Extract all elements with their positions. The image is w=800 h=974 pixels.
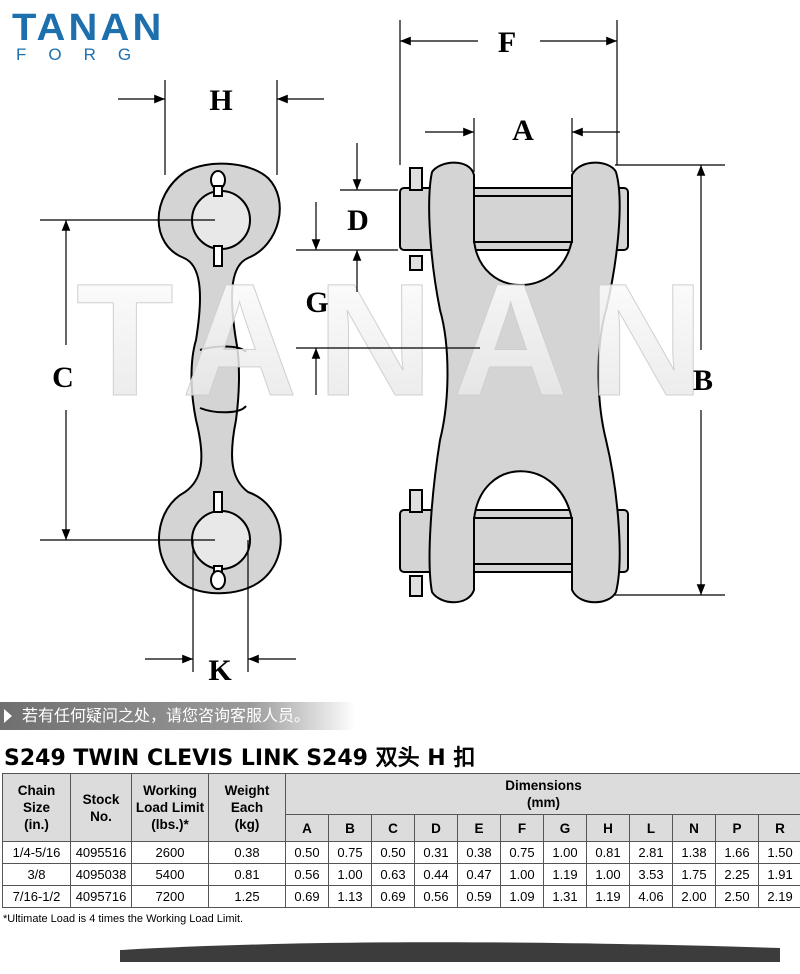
cell-dim: 0.56 <box>285 863 329 886</box>
cell-dim: 1.75 <box>672 863 716 886</box>
header-dim-c: C <box>371 814 415 842</box>
cell-wll: 5400 <box>131 863 209 886</box>
header-dim-p: P <box>715 814 759 842</box>
dimension-lines <box>40 20 725 672</box>
clevis-link-drawing: TANAN <box>40 20 725 687</box>
cell-dim: 0.44 <box>414 863 458 886</box>
cell-dim: 0.38 <box>457 841 501 864</box>
label-b: B <box>693 364 713 397</box>
header-dim-f: F <box>500 814 544 842</box>
header-working-load-limit: Working Load Limit (lbs.)* <box>131 773 209 842</box>
header-dim-a: A <box>285 814 329 842</box>
cell-dim: 1.13 <box>328 885 372 908</box>
header-dim-n: N <box>672 814 716 842</box>
cell-dim: 0.47 <box>457 863 501 886</box>
table-row: 3/8 4095038 5400 0.81 0.56 1.00 0.63 0.4… <box>2 863 800 886</box>
cell-dim: 0.81 <box>586 841 630 864</box>
cell-size: 3/8 <box>2 863 71 886</box>
cell-dim: 0.75 <box>500 841 544 864</box>
header-stock-no: Stock No. <box>70 773 132 842</box>
side-view <box>157 162 282 595</box>
cell-dim: 1.38 <box>672 841 716 864</box>
cell-weight: 1.25 <box>208 885 286 908</box>
header-dim-d: D <box>414 814 458 842</box>
cell-dim: 2.19 <box>757 885 800 908</box>
cell-size: 1/4-5/16 <box>2 841 71 864</box>
cell-dim: 2.25 <box>715 863 759 886</box>
cell-wll: 7200 <box>131 885 209 908</box>
cell-dim: 1.00 <box>328 863 372 886</box>
bottom-decoration <box>120 942 780 962</box>
cell-size: 7/16-1/2 <box>2 885 71 908</box>
cell-dim: 0.63 <box>371 863 415 886</box>
watermark: TANAN <box>76 250 724 429</box>
cell-dim: 0.50 <box>371 841 415 864</box>
header-dim-e: E <box>457 814 501 842</box>
cell-dim: 0.69 <box>371 885 415 908</box>
label-f: F <box>498 26 516 59</box>
cell-weight: 0.81 <box>208 863 286 886</box>
header-chain-size: Chain Size (in.) <box>2 773 71 842</box>
front-view <box>399 161 629 604</box>
brand-name: TANAN <box>12 7 165 49</box>
table-row: 7/16-1/2 4095716 7200 1.25 0.69 1.13 0.6… <box>2 885 800 908</box>
header-dim-l: L <box>629 814 673 842</box>
cell-dim: 2.50 <box>715 885 759 908</box>
cell-dim: 0.56 <box>414 885 458 908</box>
cell-dim: 1.00 <box>500 863 544 886</box>
cell-dim: 0.50 <box>285 841 329 864</box>
triangle-arrow-icon <box>4 709 12 723</box>
spec-table: Chain Size (in.) Stock No. Working Load … <box>2 773 800 908</box>
cell-stock: 4095516 <box>70 841 132 864</box>
cell-stock: 4095716 <box>70 885 132 908</box>
cell-weight: 0.38 <box>208 841 286 864</box>
label-h: H <box>209 84 232 117</box>
table-row: 1/4-5/16 4095516 2600 0.38 0.50 0.75 0.5… <box>2 841 800 864</box>
cell-wll: 2600 <box>131 841 209 864</box>
cell-dim: 0.69 <box>285 885 329 908</box>
cell-dim: 2.00 <box>672 885 716 908</box>
cell-dim: 1.00 <box>543 841 587 864</box>
header-dim-b: B <box>328 814 372 842</box>
cell-dim: 1.00 <box>586 863 630 886</box>
header-weight: Weight Each (kg) <box>208 773 286 842</box>
label-g: G <box>305 286 328 319</box>
footnote: *Ultimate Load is 4 times the Working Lo… <box>3 913 244 925</box>
cell-stock: 4095038 <box>70 863 132 886</box>
label-c: C <box>52 361 74 394</box>
cell-dim: 1.66 <box>715 841 759 864</box>
header-dim-g: G <box>543 814 587 842</box>
product-title: S249 TWIN CLEVIS LINK S249 双头 H 扣 <box>4 746 476 771</box>
cell-dim: 0.59 <box>457 885 501 908</box>
cell-dim: 1.91 <box>757 863 800 886</box>
header-dim-h: H <box>586 814 630 842</box>
cell-dim: 1.19 <box>543 863 587 886</box>
brand-subname: FORG <box>16 45 154 64</box>
brand-logo: TANAN FORG <box>10 8 170 64</box>
label-k: K <box>208 654 232 687</box>
header-dimensions: Dimensions (mm) <box>284 773 800 815</box>
cell-dim: 2.81 <box>629 841 673 864</box>
cell-dim: 1.19 <box>586 885 630 908</box>
cell-dim: 1.31 <box>543 885 587 908</box>
customer-service-banner: 若有任何疑问之处，请您咨询客服人员。 <box>0 702 356 730</box>
cell-dim: 0.75 <box>328 841 372 864</box>
cell-dim: 0.31 <box>414 841 458 864</box>
label-d: D <box>347 204 369 237</box>
cell-dim: 4.06 <box>629 885 673 908</box>
cell-dim: 3.53 <box>629 863 673 886</box>
banner-text: 若有任何疑问之处，请您咨询客服人员。 <box>22 706 311 725</box>
cell-dim: 1.50 <box>757 841 800 864</box>
label-a: A <box>512 114 534 147</box>
header-dim-r: R <box>757 814 800 842</box>
cell-dim: 1.09 <box>500 885 544 908</box>
